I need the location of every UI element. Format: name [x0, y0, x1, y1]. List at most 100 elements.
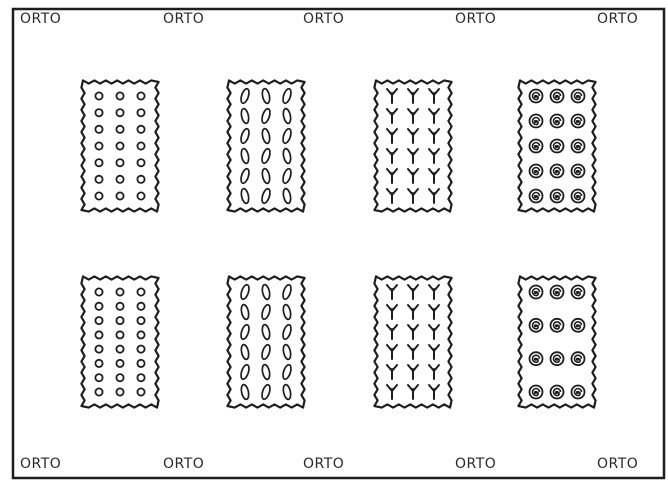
sprout-mark [408, 89, 418, 103]
sprout-mark [408, 169, 418, 183]
seed-circle-mark [95, 92, 102, 99]
sprout-mark [429, 325, 439, 339]
label-top-2: ORTO [163, 12, 204, 26]
oval-plant-mark [260, 108, 271, 124]
sprout-mark [429, 89, 439, 103]
sprout-mark [429, 169, 439, 183]
seed-circle-mark [137, 331, 144, 338]
spiral-plant-mark [572, 286, 585, 299]
plot-outline [227, 80, 304, 211]
seed-circle-mark [116, 374, 123, 381]
seed-circle-mark [137, 388, 144, 395]
oval-plant-mark [281, 284, 292, 300]
spiral-plant-mark [572, 90, 585, 103]
spiral-plant-mark [530, 90, 543, 103]
seed-circle-mark [137, 159, 144, 166]
sprout-mark [408, 365, 418, 379]
label-top-5: ORTO [597, 12, 638, 26]
oval-plant-mark [260, 188, 271, 204]
seed-circle-mark [137, 346, 144, 353]
seed-circle-mark [137, 176, 144, 183]
garden-plot-r1-c4 [518, 80, 595, 211]
seed-circle-mark [95, 388, 102, 395]
garden-plot-r1-c2 [227, 80, 304, 211]
oval-plant-mark [281, 364, 292, 380]
plots-layer [81, 80, 595, 407]
seed-circle-mark [137, 192, 144, 199]
label-bottom-5: ORTO [597, 457, 638, 471]
sprout-mark [387, 345, 397, 359]
spiral-plant-mark [530, 286, 543, 299]
oval-plant-mark [260, 384, 271, 400]
seed-circle-mark [95, 346, 102, 353]
spiral-plant-mark [551, 115, 564, 128]
spiral-plant-mark [551, 165, 564, 178]
oval-plant-mark [282, 108, 292, 124]
oval-plant-mark [239, 168, 250, 184]
oval-plant-mark [260, 304, 271, 320]
oval-plant-mark [239, 128, 250, 144]
garden-plot-r1-c1 [81, 80, 158, 211]
oval-plant-mark [260, 344, 271, 360]
spiral-plant-mark [551, 352, 564, 365]
seed-circle-mark [95, 176, 102, 183]
oval-plant-mark [239, 88, 250, 104]
seed-circle-mark [137, 303, 144, 310]
seed-circle-mark [116, 388, 123, 395]
plot-outline [227, 276, 304, 407]
sprout-mark [387, 129, 397, 143]
sprout-mark [387, 109, 397, 123]
seed-circle-mark [95, 374, 102, 381]
garden-plot-r2-c2 [227, 276, 304, 407]
seed-circle-mark [116, 126, 123, 133]
sprout-mark [408, 149, 418, 163]
sprout-mark [387, 189, 397, 203]
oval-plant-mark [281, 128, 292, 144]
spiral-plant-mark [572, 319, 585, 332]
seed-circle-mark [116, 317, 123, 324]
sprout-mark [387, 149, 397, 163]
spiral-plant-mark [551, 386, 564, 399]
sprout-mark [387, 365, 397, 379]
oval-plant-mark [282, 304, 292, 320]
seed-circle-mark [137, 374, 144, 381]
spiral-plant-mark [551, 286, 564, 299]
label-bottom-4: ORTO [455, 457, 496, 471]
oval-plant-mark [240, 188, 250, 204]
spiral-plant-mark [551, 190, 564, 203]
spiral-plant-mark [572, 140, 585, 153]
sprout-mark [429, 109, 439, 123]
seed-circle-mark [116, 360, 123, 367]
seed-circle-mark [116, 288, 123, 295]
seed-circle-mark [95, 360, 102, 367]
label-top-3: ORTO [303, 12, 344, 26]
sprout-mark [387, 325, 397, 339]
spiral-plant-mark [572, 352, 585, 365]
sprout-mark [408, 385, 418, 399]
seed-circle-mark [116, 331, 123, 338]
seed-circle-mark [116, 176, 123, 183]
oval-plant-mark [240, 108, 250, 124]
sprout-mark [429, 345, 439, 359]
sprout-mark [429, 129, 439, 143]
oval-plant-mark [261, 168, 271, 184]
seed-circle-mark [95, 288, 102, 295]
oval-plant-mark [282, 384, 292, 400]
oval-plant-mark [281, 168, 292, 184]
oval-plant-mark [261, 324, 271, 340]
spiral-plant-mark [530, 165, 543, 178]
garden-plot-r1-c3 [374, 80, 451, 211]
seed-circle-mark [137, 126, 144, 133]
seed-circle-mark [137, 109, 144, 116]
label-top-1: ORTO [20, 12, 61, 26]
sprout-mark [429, 149, 439, 163]
spiral-plant-mark [530, 190, 543, 203]
sprout-mark [429, 189, 439, 203]
oval-plant-mark [239, 364, 250, 380]
oval-plant-mark [282, 344, 292, 360]
garden-plot-r2-c1 [81, 276, 158, 407]
oval-plant-mark [239, 324, 250, 340]
garden-plot-r2-c3 [374, 276, 451, 407]
label-bottom-3: ORTO [303, 457, 344, 471]
seed-circle-mark [95, 109, 102, 116]
